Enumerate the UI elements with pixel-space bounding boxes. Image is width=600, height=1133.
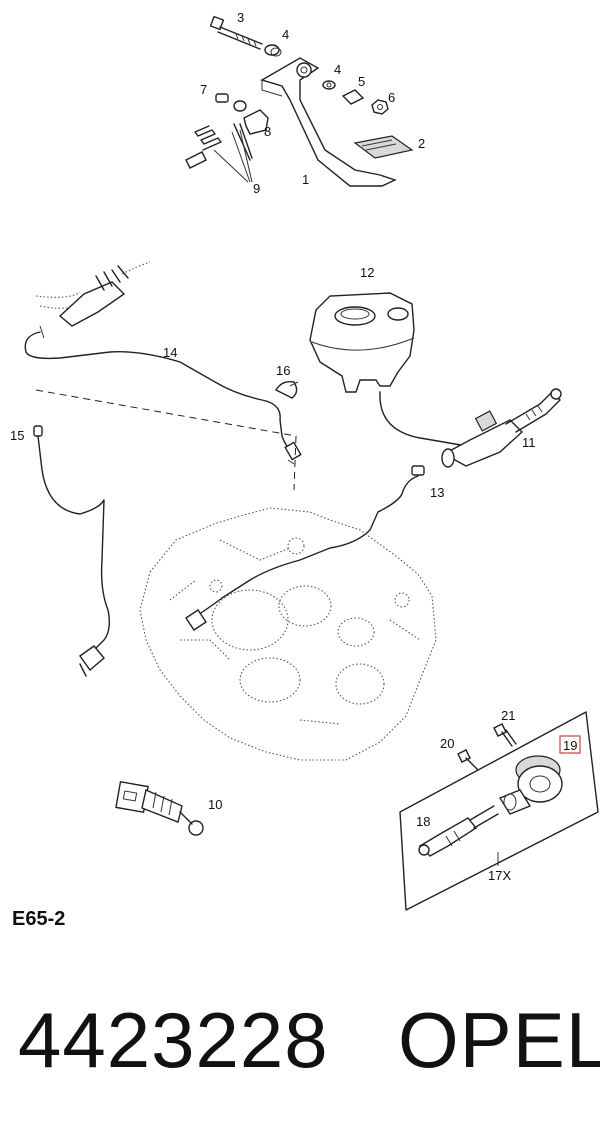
bolt-part [457, 749, 479, 771]
callout-4-right: 4 [334, 62, 341, 77]
callout-1: 1 [302, 172, 309, 187]
pedal-arm-part [260, 57, 397, 187]
nut-part [371, 99, 389, 115]
callout-2: 2 [418, 136, 425, 151]
pedal-pad-part [353, 135, 414, 159]
callout-13: 13 [430, 485, 444, 500]
concentric-slave-cylinder-part [498, 755, 563, 815]
callout-20: 20 [440, 736, 454, 751]
callout-19-highlighted: 19 [563, 738, 577, 753]
fluid-reservoir-part [309, 292, 415, 393]
callout-16: 16 [276, 363, 290, 378]
callout-9: 9 [253, 181, 260, 196]
callout-8: 8 [264, 124, 271, 139]
clutch-pedal-assembly [185, 15, 414, 187]
spring-part [185, 123, 253, 169]
hydraulic-pipe-part [24, 325, 302, 465]
bracket-part [243, 109, 269, 135]
bushing-part [264, 44, 282, 57]
callout-6: 6 [388, 90, 395, 105]
kit-boundary-box [399, 711, 599, 911]
brand-name: OPEL [398, 996, 600, 1084]
callout-4-left: 4 [282, 27, 289, 42]
pipe-clamp-part [275, 380, 299, 399]
leader-line [213, 129, 253, 183]
assembly-guide-line [35, 389, 297, 491]
callout-14: 14 [163, 345, 177, 360]
callout-5: 5 [358, 74, 365, 89]
spacer-part [341, 89, 365, 105]
transmission-housing [139, 507, 437, 761]
callout-18: 18 [416, 814, 430, 829]
callout-7: 7 [200, 82, 207, 97]
reservoir-hose [379, 391, 467, 447]
callout-10: 10 [208, 797, 222, 812]
clip-part [215, 93, 247, 112]
pedal-bolt-part [209, 15, 263, 50]
callout-21: 21 [501, 708, 515, 723]
callout-3: 3 [237, 10, 244, 25]
diagram-code-label: E65-2 [12, 908, 66, 930]
callout-17x: 17X [488, 868, 511, 883]
pressure-line-connector [35, 261, 151, 327]
callout-11: 11 [522, 435, 536, 450]
hydraulic-pipe-part [185, 465, 425, 631]
highlight-box [559, 735, 581, 754]
callout-12: 12 [360, 265, 374, 280]
bolt-part [493, 723, 517, 747]
hydraulic-pipe-part [33, 425, 111, 677]
master-cylinder-part [441, 388, 562, 468]
bushing-part [322, 80, 336, 90]
callout-15: 15 [10, 428, 24, 443]
part-number: 4423228 [18, 996, 329, 1084]
callout-labels: 1 2 3 4 4 5 6 7 8 9 10 11 12 13 14 15 16… [10, 10, 581, 883]
bleeder-hose-part [418, 805, 499, 857]
clutch-switch-part [115, 780, 204, 836]
